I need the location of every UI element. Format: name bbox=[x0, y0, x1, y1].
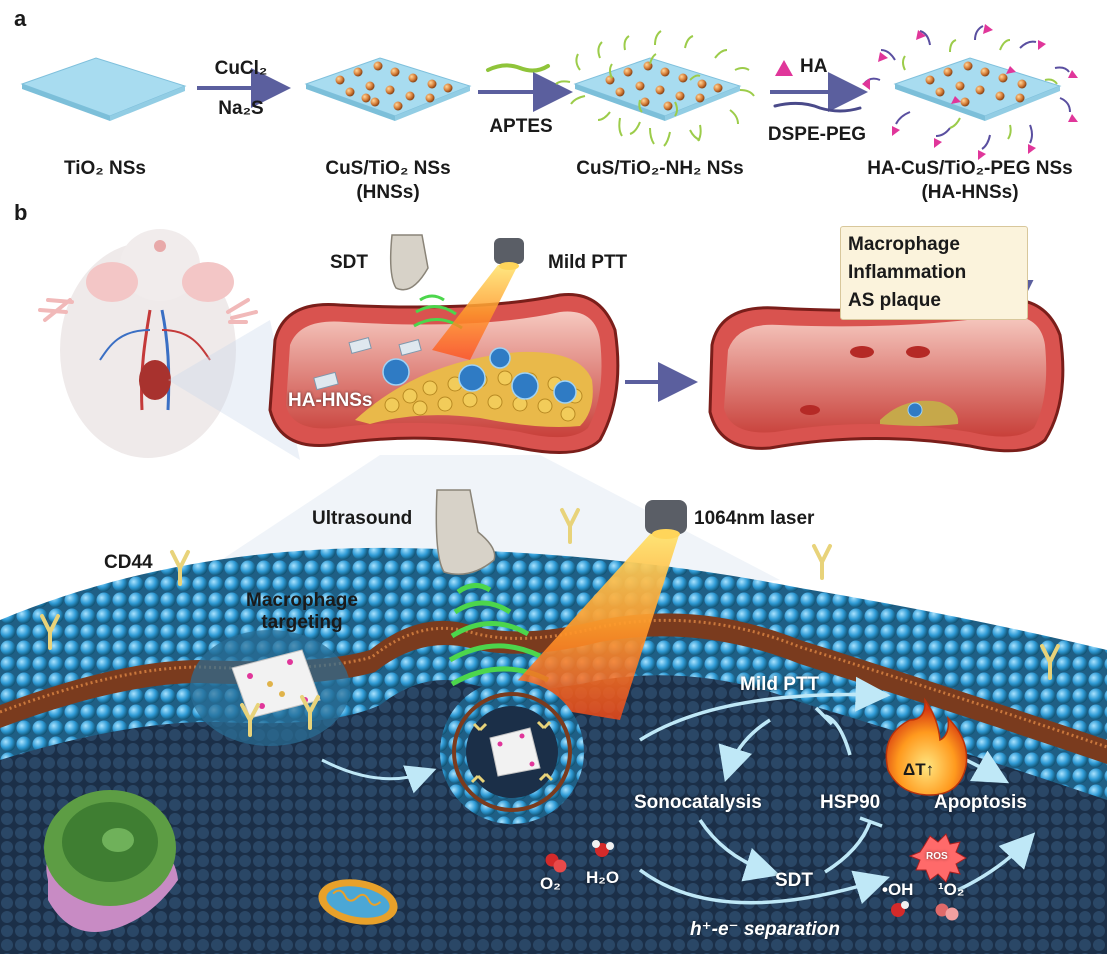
reagent-cucl2: CuCl₂ bbox=[214, 58, 268, 79]
mech-separation: h⁺-e⁻ separation bbox=[690, 919, 840, 940]
ha-hnss-nanosheet bbox=[862, 24, 1078, 160]
label-ha-hnss: HA-HNSs bbox=[288, 390, 373, 411]
laser-beam-large bbox=[500, 500, 687, 720]
reagent-ha: HA bbox=[800, 56, 828, 77]
mech-apoptosis: Apoptosis bbox=[934, 792, 1027, 813]
tio2-nanosheet bbox=[20, 57, 187, 121]
cd44-receptors bbox=[40, 508, 1060, 737]
ultrasound-probe-large bbox=[435, 489, 550, 687]
zoom-wedge bbox=[168, 320, 300, 460]
panel-a-letter: a bbox=[14, 6, 27, 31]
reagent-aptes: APTES bbox=[489, 116, 553, 137]
label-sdt: SDT bbox=[330, 252, 368, 273]
healed-vessel bbox=[708, 297, 1065, 453]
material-cus-tio2-nh2-nss: CuS/TiO₂-NH₂ NSs bbox=[576, 158, 744, 179]
label-1064nm-laser: 1064nm laser bbox=[694, 508, 815, 529]
molecule-icons bbox=[545, 840, 959, 921]
cus-tio2-nh2-nanosheet bbox=[555, 30, 755, 147]
nucleus-er-illustration bbox=[44, 790, 178, 932]
mouse-illustration bbox=[38, 229, 258, 458]
label-mild-ptt: Mild PTT bbox=[548, 252, 628, 273]
diseased-vessel bbox=[268, 292, 620, 454]
laser-small bbox=[432, 238, 524, 360]
label-ultrasound: Ultrasound bbox=[312, 508, 413, 529]
mechanism-arrows bbox=[638, 676, 1036, 905]
material-cus-tio2-nss: CuS/TiO₂ NSs bbox=[325, 158, 451, 179]
mech-o2: O₂ bbox=[540, 874, 561, 893]
label-cd44: CD44 bbox=[104, 552, 153, 573]
mech-oh: •OH bbox=[882, 880, 914, 899]
material-ha-cus-tio2-peg-nss: HA-CuS/TiO₂-PEG NSs bbox=[867, 158, 1073, 179]
endocytosis-pit bbox=[190, 630, 350, 746]
material-ha-hnss: (HA-HNSs) bbox=[921, 182, 1019, 203]
material-hnss: (HNSs) bbox=[356, 182, 420, 203]
fire-icon bbox=[885, 697, 968, 796]
outcome-macrophage: Macrophage bbox=[848, 234, 960, 255]
mech-mild-ptt: Mild PTT bbox=[740, 674, 820, 695]
outcome-inflammation: Inflammation bbox=[848, 262, 967, 283]
mech-delta-t: ΔT↑ bbox=[903, 760, 935, 779]
reagent-na2s: Na₂S bbox=[218, 98, 264, 119]
outcome-box bbox=[840, 226, 1028, 320]
ros-burst-icon bbox=[908, 833, 967, 883]
panel-b-letter: b bbox=[14, 200, 28, 225]
material-tio2-nss: TiO₂ NSs bbox=[63, 158, 146, 179]
mech-ros: ROS bbox=[926, 851, 948, 862]
cus-tio2-nanosheet bbox=[304, 57, 472, 121]
ultrasound-probe-small bbox=[389, 234, 463, 330]
mech-hsp90: HSP90 bbox=[820, 792, 881, 813]
mech-singlet-o2: ¹O₂ bbox=[938, 880, 965, 899]
reagent-dspe-peg: DSPE-PEG bbox=[767, 124, 867, 145]
label-macrophage-targeting-2: targeting bbox=[261, 612, 343, 633]
mitochondrion-illustration bbox=[318, 879, 398, 925]
mech-h2o: H₂O bbox=[586, 868, 620, 887]
label-macrophage-targeting-1: Macrophage bbox=[246, 590, 358, 611]
mech-sdt: SDT bbox=[775, 870, 813, 891]
ha-triangle-icon bbox=[775, 60, 793, 76]
mech-sonocatalysis: Sonocatalysis bbox=[634, 792, 762, 813]
aptes-molecule-icon bbox=[486, 63, 550, 73]
arrow-internalization bbox=[321, 758, 437, 794]
endosome bbox=[440, 680, 584, 824]
dspe-peg-molecule-icon bbox=[773, 101, 862, 113]
outcome-as-plaque: AS plaque bbox=[848, 290, 941, 311]
